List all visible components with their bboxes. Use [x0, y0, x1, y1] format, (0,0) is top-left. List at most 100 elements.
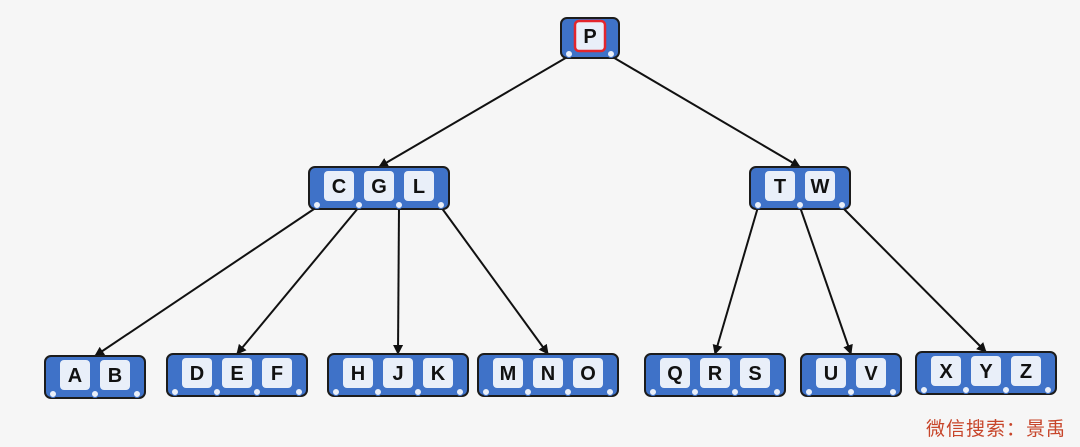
edge-internal-right-to-leaf-5	[712, 206, 759, 355]
tree-node-leaf-7: X Y Z	[915, 351, 1057, 395]
key-cell	[805, 171, 835, 201]
child-pointer-dot	[524, 388, 532, 396]
child-pointer-dot	[213, 388, 221, 396]
key-cell	[60, 360, 90, 390]
key-label: G	[371, 176, 387, 198]
child-pointer-dot	[332, 388, 340, 396]
key-label: E	[230, 363, 243, 385]
child-pointer-dot	[253, 388, 261, 396]
tree-node-leaf-5: Q R S	[644, 353, 786, 397]
edge-root-to-internal-right	[610, 55, 801, 168]
key-cell	[343, 358, 373, 388]
key-cell	[182, 358, 212, 388]
key-cell	[493, 358, 523, 388]
key-label: R	[708, 363, 723, 385]
edge-root-to-internal-left	[378, 55, 570, 168]
key-cell	[740, 358, 770, 388]
edges	[94, 55, 987, 357]
key-label: K	[431, 363, 446, 385]
key-cell	[700, 358, 730, 388]
child-pointer-dot	[414, 388, 422, 396]
child-pointer-dot	[847, 388, 855, 396]
child-pointer-dot	[374, 388, 382, 396]
child-pointer-dot	[91, 390, 99, 398]
key-label: Y	[979, 361, 993, 383]
child-pointer-dot	[838, 201, 846, 209]
key-cell	[931, 356, 961, 386]
key-cell	[262, 358, 292, 388]
key-label: F	[271, 363, 283, 385]
key-cell	[324, 171, 354, 201]
child-pointer-dot	[805, 388, 813, 396]
child-pointer-dot	[133, 390, 141, 398]
child-pointer-dot	[295, 388, 303, 396]
key-cell	[816, 358, 846, 388]
key-label: N	[541, 363, 555, 385]
key-cell	[423, 358, 453, 388]
tree-node-leaf-4: M N O	[477, 353, 619, 397]
child-pointer-dot	[456, 388, 464, 396]
key-cell	[971, 356, 1001, 386]
edge-internal-left-to-leaf-4	[440, 206, 549, 355]
key-label: S	[748, 363, 761, 385]
key-label: B	[108, 365, 122, 387]
edge-internal-left-to-leaf-2	[236, 206, 360, 355]
child-pointer-dot	[49, 390, 57, 398]
child-pointer-dot	[606, 388, 614, 396]
child-pointer-dot	[796, 201, 804, 209]
key-label: P	[583, 26, 596, 48]
key-cell	[383, 358, 413, 388]
key-cell	[856, 358, 886, 388]
key-label: W	[811, 176, 830, 198]
key-label: T	[774, 176, 786, 198]
child-pointer-dot	[754, 201, 762, 209]
key-cell	[1011, 356, 1041, 386]
key-label: V	[864, 363, 878, 385]
key-label: O	[580, 363, 596, 385]
child-pointer-dot	[649, 388, 657, 396]
key-cell	[573, 358, 603, 388]
key-label: C	[332, 176, 346, 198]
key-label: H	[351, 363, 365, 385]
child-pointer-dot	[962, 386, 970, 394]
key-label: A	[68, 365, 82, 387]
key-cell	[364, 171, 394, 201]
child-pointer-dot	[773, 388, 781, 396]
child-pointer-dot	[395, 201, 403, 209]
child-pointer-dot	[313, 201, 321, 209]
edge-internal-right-to-leaf-6	[799, 206, 853, 355]
key-label: L	[413, 176, 425, 198]
key-cell	[573, 19, 607, 53]
child-pointer-dot	[437, 201, 445, 209]
child-pointer-dot	[171, 388, 179, 396]
key-cell	[222, 358, 252, 388]
key-label: X	[939, 361, 953, 383]
edge-internal-left-to-leaf-1	[94, 206, 318, 357]
edge-internal-right-to-leaf-7	[841, 206, 987, 353]
child-pointer-dot	[607, 50, 615, 58]
child-pointer-dot	[889, 388, 897, 396]
key-cell	[100, 360, 130, 390]
key-cell	[660, 358, 690, 388]
child-pointer-dot	[1044, 386, 1052, 394]
key-label: M	[500, 363, 517, 385]
key-cell	[404, 171, 434, 201]
child-pointer-dot	[920, 386, 928, 394]
tree-node-root: P	[560, 17, 620, 59]
child-pointer-dot	[691, 388, 699, 396]
child-pointer-dot	[564, 388, 572, 396]
watermark-text: 微信搜索：景禹	[925, 418, 1066, 440]
key-cell	[765, 171, 795, 201]
key-label: U	[824, 363, 838, 385]
edge-internal-left-to-leaf-3	[393, 206, 404, 355]
key-label: Q	[667, 363, 683, 385]
child-pointer-dot	[565, 50, 573, 58]
key-label: Z	[1020, 361, 1032, 383]
